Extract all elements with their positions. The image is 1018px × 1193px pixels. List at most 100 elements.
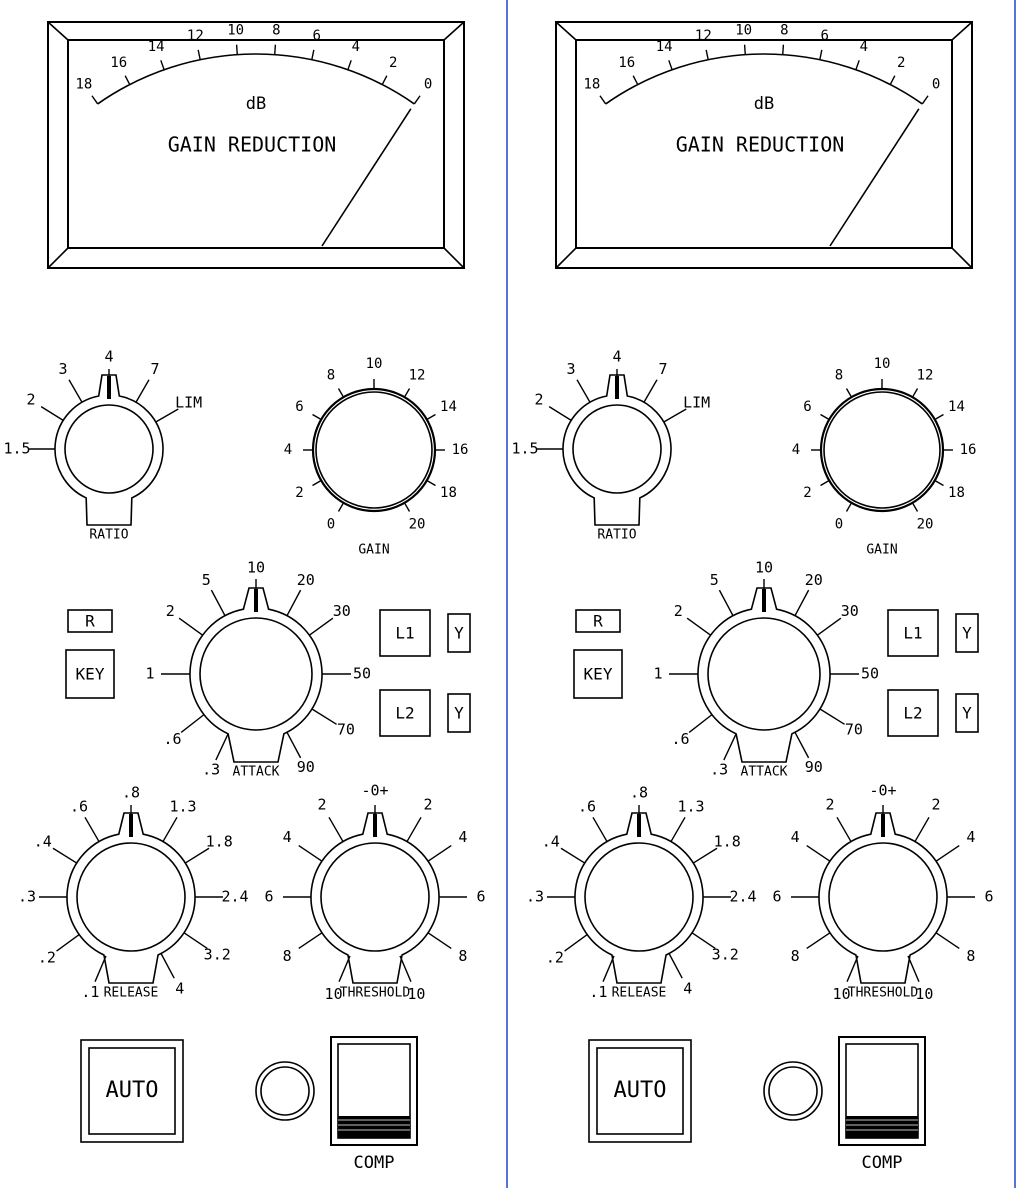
auto-button[interactable]: AUTO	[80, 1039, 184, 1143]
meter-scale-tick	[782, 44, 785, 55]
threshold-knob-tick-label: 4	[791, 828, 800, 846]
y1-button-label: Y	[454, 624, 464, 643]
r-button[interactable]: R	[67, 609, 113, 633]
meter-scale-label: 18	[583, 76, 600, 92]
ratio-knob-body	[562, 374, 672, 526]
key-button[interactable]: KEY	[65, 649, 115, 699]
meter-scale-tick	[413, 95, 421, 105]
auto-button-inner	[88, 1047, 176, 1135]
key-button[interactable]: KEY	[573, 649, 623, 699]
ratio-knob-tick-label: 7	[658, 360, 667, 378]
release-knob-tick-label: .2	[38, 949, 56, 967]
l1-button[interactable]: L1	[887, 609, 939, 657]
meter-scale-label: 4	[860, 39, 868, 55]
meter-scale-label: 10	[227, 23, 244, 39]
ratio-knob-tick-label: 2	[26, 391, 35, 409]
attack-knob-tick-label: 1	[653, 665, 662, 683]
gain-knob-label: GAIN	[866, 543, 897, 558]
threshold-knob-tick	[935, 844, 960, 862]
attack-knob-tick	[210, 589, 226, 617]
meter-scale-tick	[889, 75, 896, 85]
gain-knob-tick-label: 14	[948, 399, 965, 415]
lamp-inner	[260, 1066, 310, 1116]
release-knob-tick-label: 1.8	[206, 832, 233, 850]
key-button-frame	[65, 649, 115, 699]
meter-scale-tick	[124, 75, 131, 85]
attack-knob-tick-label: 70	[337, 721, 355, 739]
meter-scale-tick	[274, 44, 277, 55]
release-knob-tick-label: .2	[546, 949, 564, 967]
ratio-knob-tick	[643, 379, 658, 403]
attack-knob-tick-label: 10	[755, 559, 773, 577]
attack-knob-body	[189, 587, 323, 763]
gain-knob-tick-label: 16	[452, 442, 469, 458]
threshold-knob-tick	[328, 816, 344, 842]
meter-bevel-corner	[47, 247, 69, 269]
ratio-knob-label: RATIO	[597, 528, 636, 543]
l1-button[interactable]: L1	[379, 609, 431, 657]
threshold-knob-label: THRESHOLD	[340, 986, 411, 1001]
release-knob-tick	[602, 955, 615, 982]
y1-button-frame	[447, 613, 471, 653]
ratio-knob-tick-label: 4	[104, 348, 113, 366]
y2-button[interactable]: Y	[447, 693, 471, 733]
attack-knob-tick	[180, 714, 205, 734]
y2-button[interactable]: Y	[955, 693, 979, 733]
attack-knob-tick-label: 30	[333, 602, 351, 620]
meter-scale-tick	[921, 95, 929, 105]
y1-button[interactable]: Y	[447, 613, 471, 653]
meter-scale-arc	[605, 53, 923, 105]
meter-scale-label: 16	[618, 55, 635, 71]
threshold-knob-tick-label: 4	[283, 828, 292, 846]
attack-knob-tick-label: 90	[297, 758, 315, 776]
y2-button-label: Y	[454, 704, 464, 723]
meter-scale-tick	[160, 60, 165, 70]
release-knob-tick	[691, 932, 716, 950]
threshold-knob-tick-label: 2	[931, 796, 940, 814]
meter-scale-tick	[743, 44, 746, 55]
gain-knob-tick-label: 0	[327, 516, 335, 532]
release-knob-tick	[668, 953, 683, 979]
release-knob-tick	[160, 953, 175, 979]
meter-bevel-corner	[555, 247, 577, 269]
threshold-knob-cap	[828, 842, 938, 952]
meter-scale-label: 2	[389, 55, 397, 71]
comp-switch[interactable]: COMP	[330, 1036, 418, 1173]
r-button-label: R	[593, 612, 603, 631]
y1-button-frame	[955, 613, 979, 653]
attack-knob-tick-label: .3	[202, 761, 220, 779]
l2-button[interactable]: L2	[379, 689, 431, 737]
meter-bevel-corner	[555, 21, 577, 41]
attack-knob-tick-label: 5	[710, 571, 719, 589]
ratio-knob-tick-label: 1.5	[511, 440, 538, 458]
meter-title: GAIN REDUCTION	[676, 133, 845, 157]
gain-knob-tick-label: 8	[835, 368, 843, 384]
auto-button[interactable]: AUTO	[588, 1039, 692, 1143]
r-button[interactable]: R	[575, 609, 621, 633]
gain-knob-tick-label: 4	[792, 442, 800, 458]
attack-knob-tick-label: .3	[710, 761, 728, 779]
release-knob-tick-label: 4	[175, 979, 184, 997]
y1-button[interactable]: Y	[955, 613, 979, 653]
ratio-knob-tick-label: LIM	[175, 394, 202, 412]
release-knob-tick-label: 1.8	[714, 832, 741, 850]
threshold-knob-tick-label: 10	[325, 985, 343, 1003]
comp-switch[interactable]: COMP	[838, 1036, 926, 1173]
gain-knob-tick	[426, 413, 436, 421]
release-knob-tick-label: 1.3	[169, 797, 196, 815]
gain-knob-tick-label: 16	[960, 442, 977, 458]
l2-button[interactable]: L2	[887, 689, 939, 737]
gain-knob-tick-label: 6	[803, 399, 811, 415]
threshold-knob-tick-label: 2	[423, 796, 432, 814]
comp-indicator-lamp	[255, 1061, 315, 1121]
